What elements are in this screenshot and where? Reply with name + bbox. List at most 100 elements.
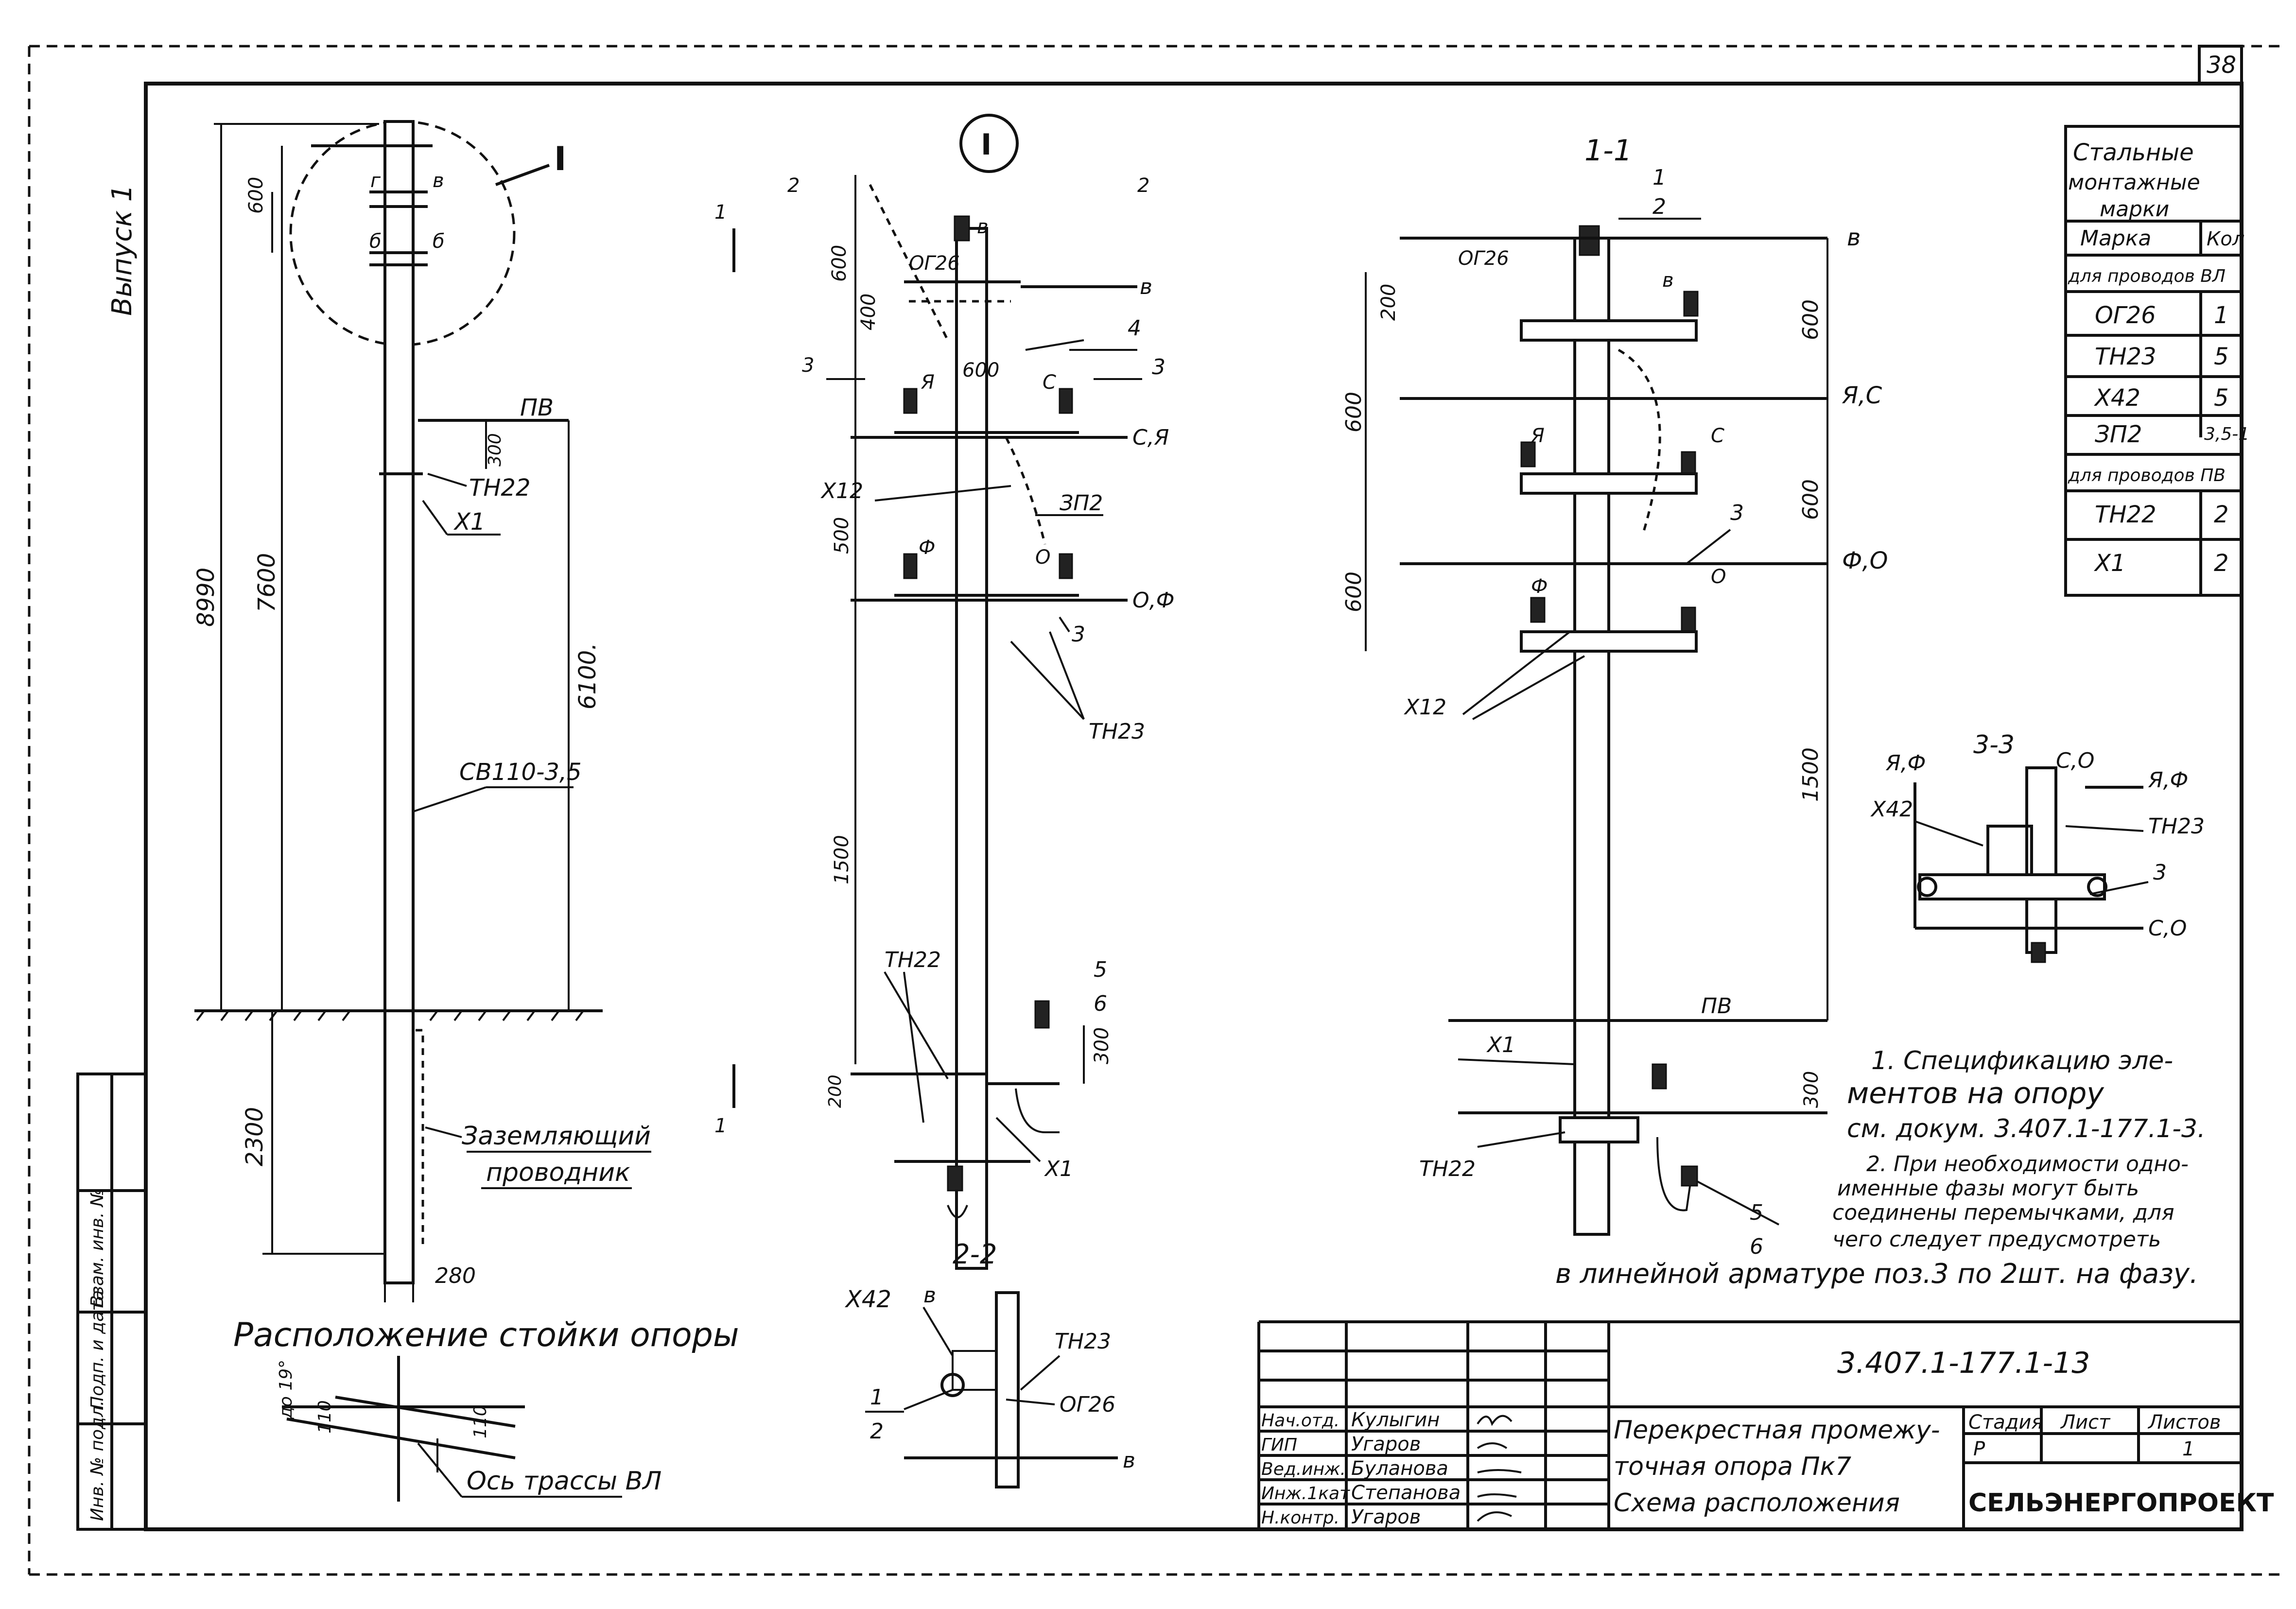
svg-text:в: в: [433, 170, 444, 192]
dim-embed: 2300: [241, 1107, 268, 1166]
pv-label: ПВ: [520, 394, 554, 421]
svg-text:1: 1: [2214, 302, 2229, 329]
svg-text:б: б: [433, 230, 445, 253]
spec-table: Стальные монтажные марки Марка Кол для п…: [2064, 125, 2249, 597]
svg-text:300: 300: [485, 433, 505, 467]
svg-text:Х42: Х42: [844, 1286, 891, 1313]
section-2-2-title: 2-2: [953, 1239, 997, 1270]
svg-text:600: 600: [1341, 571, 1366, 612]
svg-text:Кулыгин: Кулыгин: [1351, 1409, 1440, 1431]
svg-text:С: С: [1043, 371, 1056, 394]
svg-text:С: С: [1711, 425, 1724, 447]
section-3-3-title: 3-3: [1973, 730, 2015, 760]
dim-diameter: 280: [435, 1263, 476, 1288]
svg-text:в: в: [923, 1283, 936, 1308]
note-2-line-4: чего следует предусмотреть: [1832, 1227, 2161, 1252]
svg-text:110: 110: [470, 1405, 490, 1438]
svg-text:3: 3: [1730, 501, 1744, 525]
svg-text:600: 600: [962, 359, 999, 381]
svg-text:200: 200: [1377, 284, 1400, 321]
svg-text:3: 3: [802, 354, 814, 377]
svg-text:6: 6: [1750, 1234, 1763, 1259]
svg-text:400: 400: [857, 294, 880, 330]
doc-number: 3.407.1-177.1-13: [1837, 1346, 2090, 1380]
svg-text:в: в: [1847, 224, 1861, 251]
stamp-podp-data: Подп. и дата: [87, 1290, 107, 1409]
svg-text:О: О: [1711, 566, 1726, 588]
svg-text:ТН22: ТН22: [885, 948, 941, 972]
dim-wire-spacing: 600: [245, 177, 267, 214]
svg-text:Нач.отд.: Нач.отд.: [1261, 1411, 1339, 1431]
svg-text:600: 600: [1341, 392, 1366, 433]
svg-text:О: О: [1035, 546, 1050, 569]
side-stamp: Инв. № подл. Подп. и дата Взам. инв. №: [76, 1073, 147, 1531]
svg-text:Угаров: Угаров: [1351, 1506, 1421, 1528]
stamp-inv-podl: Инв. № подл.: [87, 1401, 107, 1521]
svg-text:1: 1: [714, 1115, 727, 1137]
svg-text:ТН22: ТН22: [2095, 501, 2157, 528]
svg-text:Р: Р: [1973, 1438, 1985, 1460]
svg-text:1500: 1500: [1798, 747, 1823, 802]
svg-text:в: в: [1123, 1448, 1135, 1473]
title-block: 3.407.1-177.1-13 Нач.отд. ГИП Вед.инж. И…: [1257, 1320, 2274, 1529]
svg-text:Стальные: Стальные: [2073, 139, 2194, 166]
svg-text:1: 1: [714, 201, 727, 224]
svg-text:2: 2: [2214, 501, 2229, 528]
notes: 1. Спецификацию эле- ментов на опору см.…: [1555, 1046, 2206, 1290]
svg-text:Лист: Лист: [2060, 1411, 2111, 1434]
elevation-tn22: ТН22: [469, 474, 531, 502]
svg-text:1: 1: [2182, 1438, 2194, 1460]
note-2-line-1: 2. При необходимости одно-: [1866, 1152, 2189, 1176]
svg-text:5: 5: [2214, 343, 2229, 370]
svg-text:Ф,О: Ф,О: [1842, 547, 1888, 574]
svg-text:200: 200: [825, 1074, 845, 1108]
svg-text:5: 5: [1094, 957, 1107, 982]
plan-title: Расположение стойки опоры: [233, 1316, 739, 1354]
svg-text:3: 3: [1072, 622, 1085, 647]
svg-text:г: г: [370, 170, 381, 192]
svg-text:600: 600: [1798, 479, 1823, 520]
note-1-line-1: 1. Спецификацию эле-: [1871, 1046, 2173, 1075]
svg-text:Х1: Х1: [1044, 1157, 1073, 1181]
svg-text:ТН23: ТН23: [2095, 343, 2157, 370]
svg-text:3: 3: [2153, 860, 2167, 885]
note-1-line-3: см. докум. 3.407.1-177.1-3.: [1847, 1114, 2206, 1143]
svg-text:Х12: Х12: [820, 479, 863, 503]
svg-text:для проводов ВЛ: для проводов ВЛ: [2068, 266, 2226, 286]
svg-text:ТН23: ТН23: [1089, 719, 1145, 744]
svg-text:Я: Я: [921, 371, 935, 394]
svg-text:ОГ26: ОГ26: [2095, 302, 2156, 329]
svg-text:110: 110: [315, 1400, 335, 1434]
svg-text:Инж.1кат: Инж.1кат: [1261, 1484, 1350, 1504]
svg-text:2: 2: [1652, 194, 1666, 219]
svg-text:1: 1: [870, 1385, 884, 1410]
svg-text:300: 300: [1800, 1071, 1823, 1108]
title-line-3: Схема расположения: [1614, 1488, 1900, 1518]
svg-text:Степанова: Степанова: [1351, 1482, 1461, 1504]
svg-text:ЗП2: ЗП2: [1060, 491, 1103, 516]
svg-text:С,Я: С,Я: [1132, 425, 1169, 450]
svg-text:О,Ф: О,Ф: [1132, 588, 1175, 613]
svg-text:300: 300: [1091, 1027, 1113, 1064]
svg-text:ПВ: ПВ: [1701, 994, 1732, 1019]
svg-text:Ф: Ф: [1531, 575, 1548, 598]
svg-text:Х1: Х1: [1486, 1033, 1515, 1057]
section-1-1-title: 1-1: [1584, 134, 1632, 168]
svg-text:Н.контр.: Н.контр.: [1261, 1508, 1339, 1528]
svg-text:Я,Ф: Я,Ф: [1885, 751, 1926, 776]
note-2-line-5: в линейной арматуре поз.3 по 2шт. на фаз…: [1555, 1258, 2198, 1290]
svg-text:600: 600: [1798, 299, 1823, 340]
stamp-vzam: Взам. инв. №: [87, 1189, 107, 1307]
plan-view: Расположение стойки опоры до 19° 110 110…: [233, 1316, 739, 1502]
svg-text:в: в: [1140, 275, 1152, 299]
svg-text:2: 2: [870, 1419, 884, 1444]
pole-type-label: СВ110-3,5: [459, 759, 582, 786]
svg-text:Кол: Кол: [2207, 228, 2244, 250]
svg-text:ОГ26: ОГ26: [909, 252, 960, 275]
issue-label: Выпуск 1: [106, 185, 138, 316]
note-2-line-3: соединены перемычками, для: [1832, 1200, 2174, 1225]
org-name: СЕЛЬЭНЕРГОПРОЕКТ: [1968, 1488, 2274, 1518]
svg-text:в: в: [977, 216, 989, 238]
detail-I-view: I 2 2 1 1 ОГ26 в в 600 400 600 4 3 3 Я С…: [714, 114, 1175, 1270]
